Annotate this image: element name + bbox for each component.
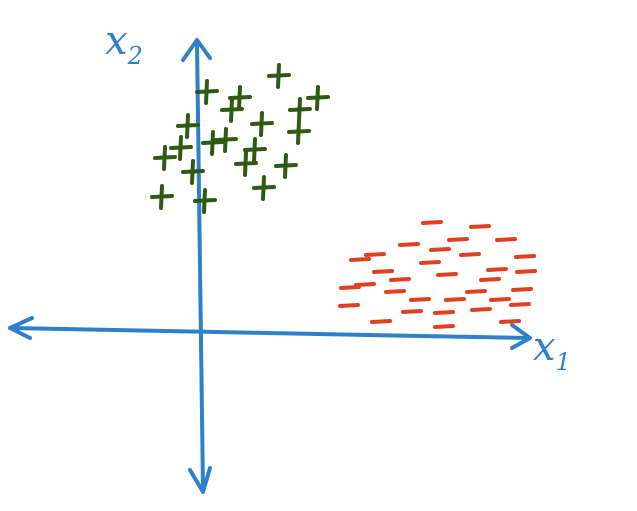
negative-sample-mark (433, 310, 455, 315)
negative-sample-mark (469, 224, 491, 229)
negative-sample-mark (447, 237, 469, 242)
x-axis-label: x1 (533, 324, 571, 376)
positive-sample-mark (195, 79, 219, 105)
positive-sample-mark (250, 111, 274, 137)
negative-sample-mark (429, 247, 451, 252)
positive-sample-mark (220, 97, 244, 123)
y-axis-bottom-arrowhead (188, 466, 212, 494)
negative-sample-mark (470, 307, 492, 312)
x-axis-label-main: x (533, 324, 556, 370)
positive-sample-mark (252, 175, 276, 201)
negative-class-cluster (338, 220, 537, 329)
positive-sample-mark (243, 137, 267, 163)
negative-sample-mark (409, 297, 431, 302)
positive-sample-mark (287, 119, 311, 145)
y-axis-label-subscript: 2 (127, 42, 143, 70)
y-axis-line (195, 40, 205, 492)
negative-sample-mark (509, 302, 531, 307)
negative-sample-mark (419, 260, 441, 265)
negative-sample-mark (515, 269, 537, 274)
negative-sample-mark (389, 277, 411, 282)
negative-sample-mark (339, 285, 361, 290)
positive-sample-mark (214, 127, 238, 153)
positive-sample-mark (234, 151, 258, 177)
positive-sample-mark (176, 113, 200, 139)
positive-class-cluster (150, 63, 330, 214)
positive-sample-mark (181, 159, 205, 185)
x-axis-arrowhead (510, 323, 532, 350)
negative-sample-mark (436, 272, 458, 277)
x-axis-label-subscript: 1 (556, 348, 571, 376)
y-axis-arrowhead (181, 38, 212, 62)
positive-sample-mark (274, 153, 298, 179)
positive-sample-mark (201, 130, 225, 156)
negative-sample-mark (511, 287, 533, 292)
negative-sample-mark (495, 237, 517, 242)
negative-sample-mark (364, 252, 386, 257)
negative-sample-mark (499, 319, 521, 324)
axes (8, 38, 532, 494)
positive-sample-mark (306, 85, 330, 111)
negative-sample-mark (370, 319, 392, 324)
y-axis-label-main: x (105, 18, 128, 64)
negative-sample-mark (384, 289, 406, 294)
negative-sample-mark (398, 242, 420, 247)
x-axis-line (8, 326, 530, 340)
negative-sample-mark (459, 252, 481, 257)
negative-sample-mark (338, 303, 360, 308)
negative-sample-mark (401, 309, 423, 314)
negative-sample-mark (372, 269, 394, 274)
negative-sample-mark (444, 297, 466, 302)
positive-sample-mark (150, 184, 174, 210)
negative-sample-mark (514, 254, 536, 259)
positive-sample-mark (153, 145, 177, 171)
positive-sample-mark (193, 188, 217, 214)
negative-sample-mark (489, 297, 511, 302)
positive-sample-mark (267, 63, 291, 89)
x-axis-left-arrowhead (8, 316, 34, 340)
positive-sample-mark (169, 135, 193, 161)
y-axis-label: x2 (105, 18, 143, 70)
negative-sample-mark (479, 277, 501, 282)
negative-sample-mark (354, 282, 376, 287)
negative-sample-mark (433, 324, 455, 329)
negative-sample-mark (349, 257, 371, 262)
negative-sample-mark (421, 220, 443, 225)
negative-sample-mark (486, 267, 508, 272)
positive-sample-mark (288, 97, 312, 123)
negative-sample-mark (465, 289, 487, 294)
